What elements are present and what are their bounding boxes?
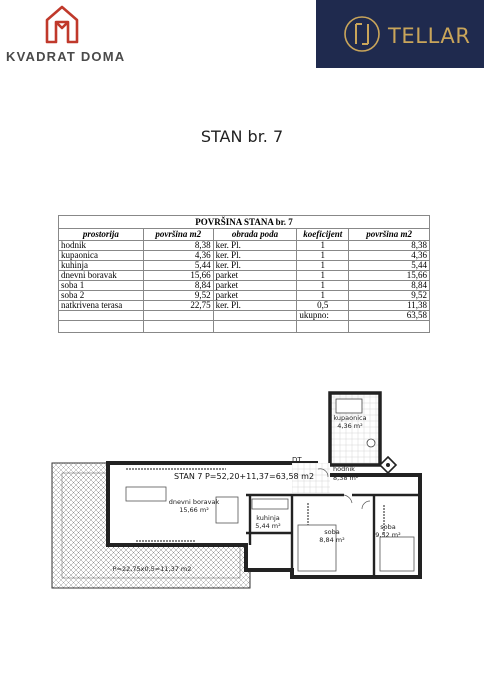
floor-finish: ker. Pl. (212, 300, 298, 311)
room-name: kupaonica (58, 250, 144, 261)
floor-plan: kupaonica 4,36 m² DT hodnik 8,38 m² STAN… (51, 391, 422, 589)
room-area: 15,66 (142, 270, 214, 281)
label-terasa: P=22,75x0,5=11,37 m2 (113, 565, 192, 573)
radiator (126, 468, 385, 542)
label-hodnik-area: 8,38 m² (333, 474, 359, 482)
empty-cell (212, 320, 298, 333)
total-value: 63,58 (348, 310, 430, 321)
table-row: dnevni boravak 15,66 parket 1 15,66 (58, 270, 430, 281)
floor-finish: ker. Pl. (212, 260, 298, 271)
coefficient: 1 (296, 270, 350, 281)
room-area: 5,44 (142, 260, 214, 271)
table-row: kupaonica 4,36 ker. Pl. 1 4,36 (58, 250, 430, 261)
tellar-monogram-icon (344, 16, 380, 52)
room-name: hodnik (58, 240, 144, 251)
room-area: 8,38 (142, 240, 214, 251)
sofa (125, 486, 167, 502)
column-header: koeficijent (296, 228, 350, 241)
room-name: soba 1 (58, 280, 144, 291)
tellar-brand: TELLAR (388, 24, 471, 48)
room-name: natkrivena terasa (58, 300, 144, 311)
coefficient: 1 (296, 280, 350, 291)
bed-2 (379, 536, 415, 572)
label-soba1: soba (324, 528, 339, 536)
table-row: hodnik 8,38 ker. Pl. 1 8,38 (58, 240, 430, 251)
total-area: 15,66 (348, 270, 430, 281)
empty-cell (348, 320, 430, 333)
label-hodnik: hodnik (333, 465, 355, 473)
table-row: kuhinja 5,44 ker. Pl. 1 5,44 (58, 260, 430, 271)
label-kuhinja-area: 5,44 m² (255, 522, 281, 530)
total-area: 5,44 (348, 260, 430, 271)
table-row: soba 2 9,52 parket 1 9,52 (58, 290, 430, 301)
empty-cell (142, 320, 214, 333)
total-area: 8,84 (348, 280, 430, 291)
empty-cell (142, 310, 214, 321)
table-total-row: ukupno: 63,58 (58, 310, 430, 321)
room-name: soba 2 (58, 290, 144, 301)
floor-finish: ker. Pl. (212, 240, 298, 251)
coefficient: 1 (296, 260, 350, 271)
floor-finish: parket (212, 290, 298, 301)
coefficient: 1 (296, 240, 350, 251)
empty-cell (58, 310, 144, 321)
tellar-logo: TELLAR (316, 0, 484, 68)
room-area: 22,75 (142, 300, 214, 311)
interior-walls (246, 493, 420, 577)
total-area: 9,52 (348, 290, 430, 301)
label-soba1-area: 8,84 m² (319, 536, 345, 544)
table-row: natkrivena terasa 22,75 ker. Pl. 0,5 11,… (58, 300, 430, 311)
column-header: obrada poda (212, 228, 298, 241)
table-title: POVRŠINA STANA br. 7 (58, 215, 430, 229)
empty-cell (296, 320, 350, 333)
label-kupaonica: kupaonica (333, 414, 366, 422)
total-area: 4,36 (348, 250, 430, 261)
label-boravak-area: 15,66 m² (179, 506, 209, 514)
coefficient: 1 (296, 290, 350, 301)
coefficient: 1 (296, 250, 350, 261)
empty-cell (58, 320, 144, 333)
table (215, 496, 239, 524)
column-header: površina m2 (142, 228, 214, 241)
toilet-icon (366, 438, 376, 448)
door-arc (317, 468, 371, 510)
label-soba2: soba (380, 523, 395, 531)
page-title: STAN br. 7 (200, 127, 284, 146)
column-header: prostorija (58, 228, 144, 241)
label-kupaonica-area: 4,36 m² (337, 422, 363, 430)
label-stan: STAN 7 P=52,20+11,37=63,58 m2 (174, 472, 314, 481)
bath-fixture (335, 398, 363, 414)
column-header: površina m2 (348, 228, 430, 241)
total-area: 8,38 (348, 240, 430, 251)
area-table: POVRŠINA STANA br. 7 prostorija površina… (58, 215, 430, 333)
room-name: kuhinja (58, 260, 144, 271)
kvadrat-doma-brand: KVADRAT DOMA (6, 49, 126, 64)
total-area: 11,38 (348, 300, 430, 311)
room-name: dnevni boravak (58, 270, 144, 281)
table-header-row: prostorija površina m2 obrada poda koefi… (58, 228, 430, 241)
kvadrat-doma-logo: KVADRAT DOMA (0, 0, 140, 70)
kitchen-counter (251, 498, 289, 510)
empty-cell (212, 310, 298, 321)
total-label: ukupno: (296, 310, 350, 321)
floor-finish: ker. Pl. (212, 250, 298, 261)
floor-finish: parket (212, 270, 298, 281)
room-area: 4,36 (142, 250, 214, 261)
bed-1 (297, 524, 337, 572)
room-area: 9,52 (142, 290, 214, 301)
table-title-row: POVRŠINA STANA br. 7 (58, 215, 430, 229)
room-area: 8,84 (142, 280, 214, 291)
label-dt: DT (292, 456, 302, 464)
house-logo-icon (45, 5, 79, 44)
label-boravak: dnevni boravak (169, 498, 220, 506)
coefficient: 0,5 (296, 300, 350, 311)
entrance-dot (386, 463, 390, 467)
table-row: soba 1 8,84 parket 1 8,84 (58, 280, 430, 291)
table-empty-row (58, 320, 430, 333)
floor-finish: parket (212, 280, 298, 291)
label-kuhinja: kuhinja (256, 514, 280, 522)
corridor (292, 463, 330, 493)
label-soba2-area: 9,52 m² (375, 531, 401, 539)
